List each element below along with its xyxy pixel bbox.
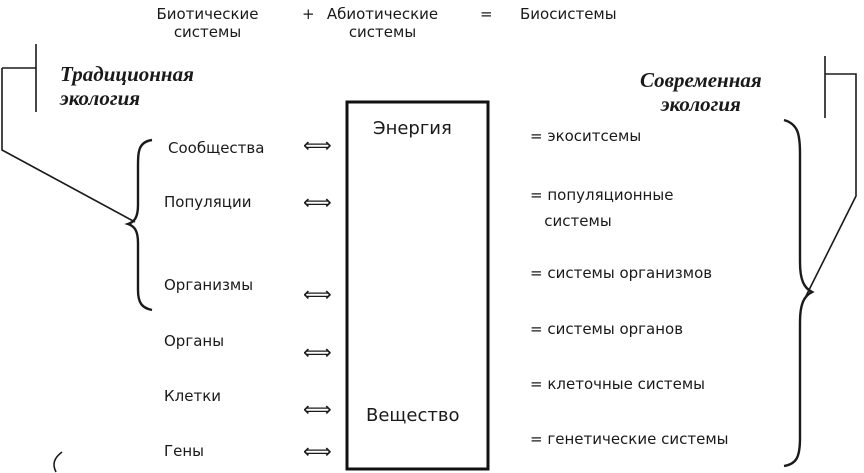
level-organs: Органы — [164, 332, 225, 350]
level-communities: Сообщества — [168, 139, 265, 157]
energy-matter-box — [345, 100, 490, 471]
double-arrow-icon: ⟺ — [303, 190, 332, 214]
system-genetic: = генетические системы — [530, 430, 729, 448]
biosystems-label: Биосистемы — [520, 5, 617, 23]
double-arrow-icon: ⟺ — [303, 282, 332, 306]
energy-label: Энергия — [373, 118, 452, 139]
system-population: = популяционные системы — [530, 186, 674, 230]
equals-sign: = — [480, 5, 493, 23]
modern-brace — [783, 118, 815, 468]
traditional-brace — [124, 138, 153, 312]
pen-stroke-mark — [53, 451, 63, 473]
system-ecosystems: = экоситсемы — [530, 127, 642, 145]
level-populations: Популяции — [164, 193, 252, 211]
plus-sign: + — [302, 5, 315, 23]
matter-label: Вещество — [366, 405, 460, 426]
modern-ecology-title: Современная экология — [640, 68, 762, 116]
traditional-connector — [1, 44, 136, 223]
abiotic-systems-label: Абиотические системы — [326, 5, 439, 41]
double-arrow-icon: ⟺ — [303, 439, 332, 463]
level-cells: Клетки — [164, 387, 222, 405]
level-organisms: Организмы — [164, 276, 254, 294]
double-arrow-icon: ⟺ — [303, 340, 332, 364]
biotic-systems-label: Биотические системы — [156, 5, 259, 41]
modern-connector — [805, 56, 857, 297]
level-genes: Гены — [164, 442, 205, 460]
system-organs: = системы органов — [530, 320, 684, 338]
double-arrow-icon: ⟺ — [303, 133, 332, 157]
system-cellular: = клеточные системы — [530, 375, 706, 393]
system-organisms: = системы организмов — [530, 264, 713, 282]
traditional-ecology-title: Традиционная экология — [60, 62, 194, 110]
double-arrow-icon: ⟺ — [303, 397, 332, 421]
